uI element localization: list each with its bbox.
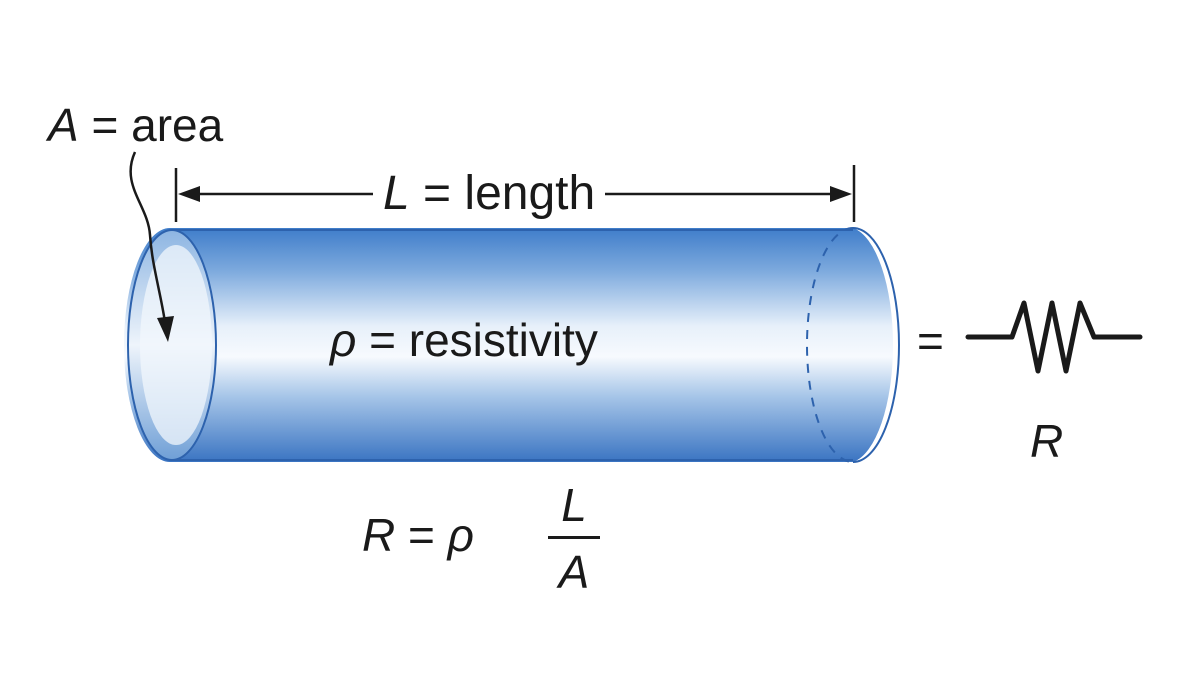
formula-equals: = (408, 509, 435, 561)
rho-symbol: ρ (330, 314, 357, 366)
cylinder-inner-face (140, 245, 212, 445)
resistor-label: R (1030, 415, 1064, 467)
length-arrowhead-right (830, 186, 852, 202)
resistor-symbol (965, 300, 1143, 374)
area-label: A = area (48, 102, 223, 148)
area-text: = area (91, 99, 224, 151)
formula-denominator: A (558, 546, 590, 598)
length-arrowhead-left (178, 186, 200, 202)
resistance-formula: R = ρ (362, 512, 474, 558)
formula-lhs: R (362, 509, 396, 561)
formula-rho: ρ (447, 509, 475, 561)
area-symbol: A (48, 99, 79, 151)
length-label: L = length (373, 167, 606, 220)
conductor-cylinder-body (124, 228, 894, 462)
length-text: = length (423, 167, 596, 220)
formula-fraction: L A (548, 478, 600, 599)
area-pointer-arrow (129, 151, 167, 323)
length-symbol: L (383, 167, 410, 220)
rho-text: = resistivity (369, 314, 598, 366)
equivalence-sign: = (917, 315, 944, 367)
area-pointer-arrowhead (157, 316, 174, 342)
formula-numerator: L (561, 479, 587, 531)
fraction-bar (548, 536, 600, 539)
cylinder-right-edge (852, 227, 900, 463)
resistivity-label: ρ = resistivity (330, 317, 598, 363)
cylinder-hidden-edge (806, 227, 854, 463)
